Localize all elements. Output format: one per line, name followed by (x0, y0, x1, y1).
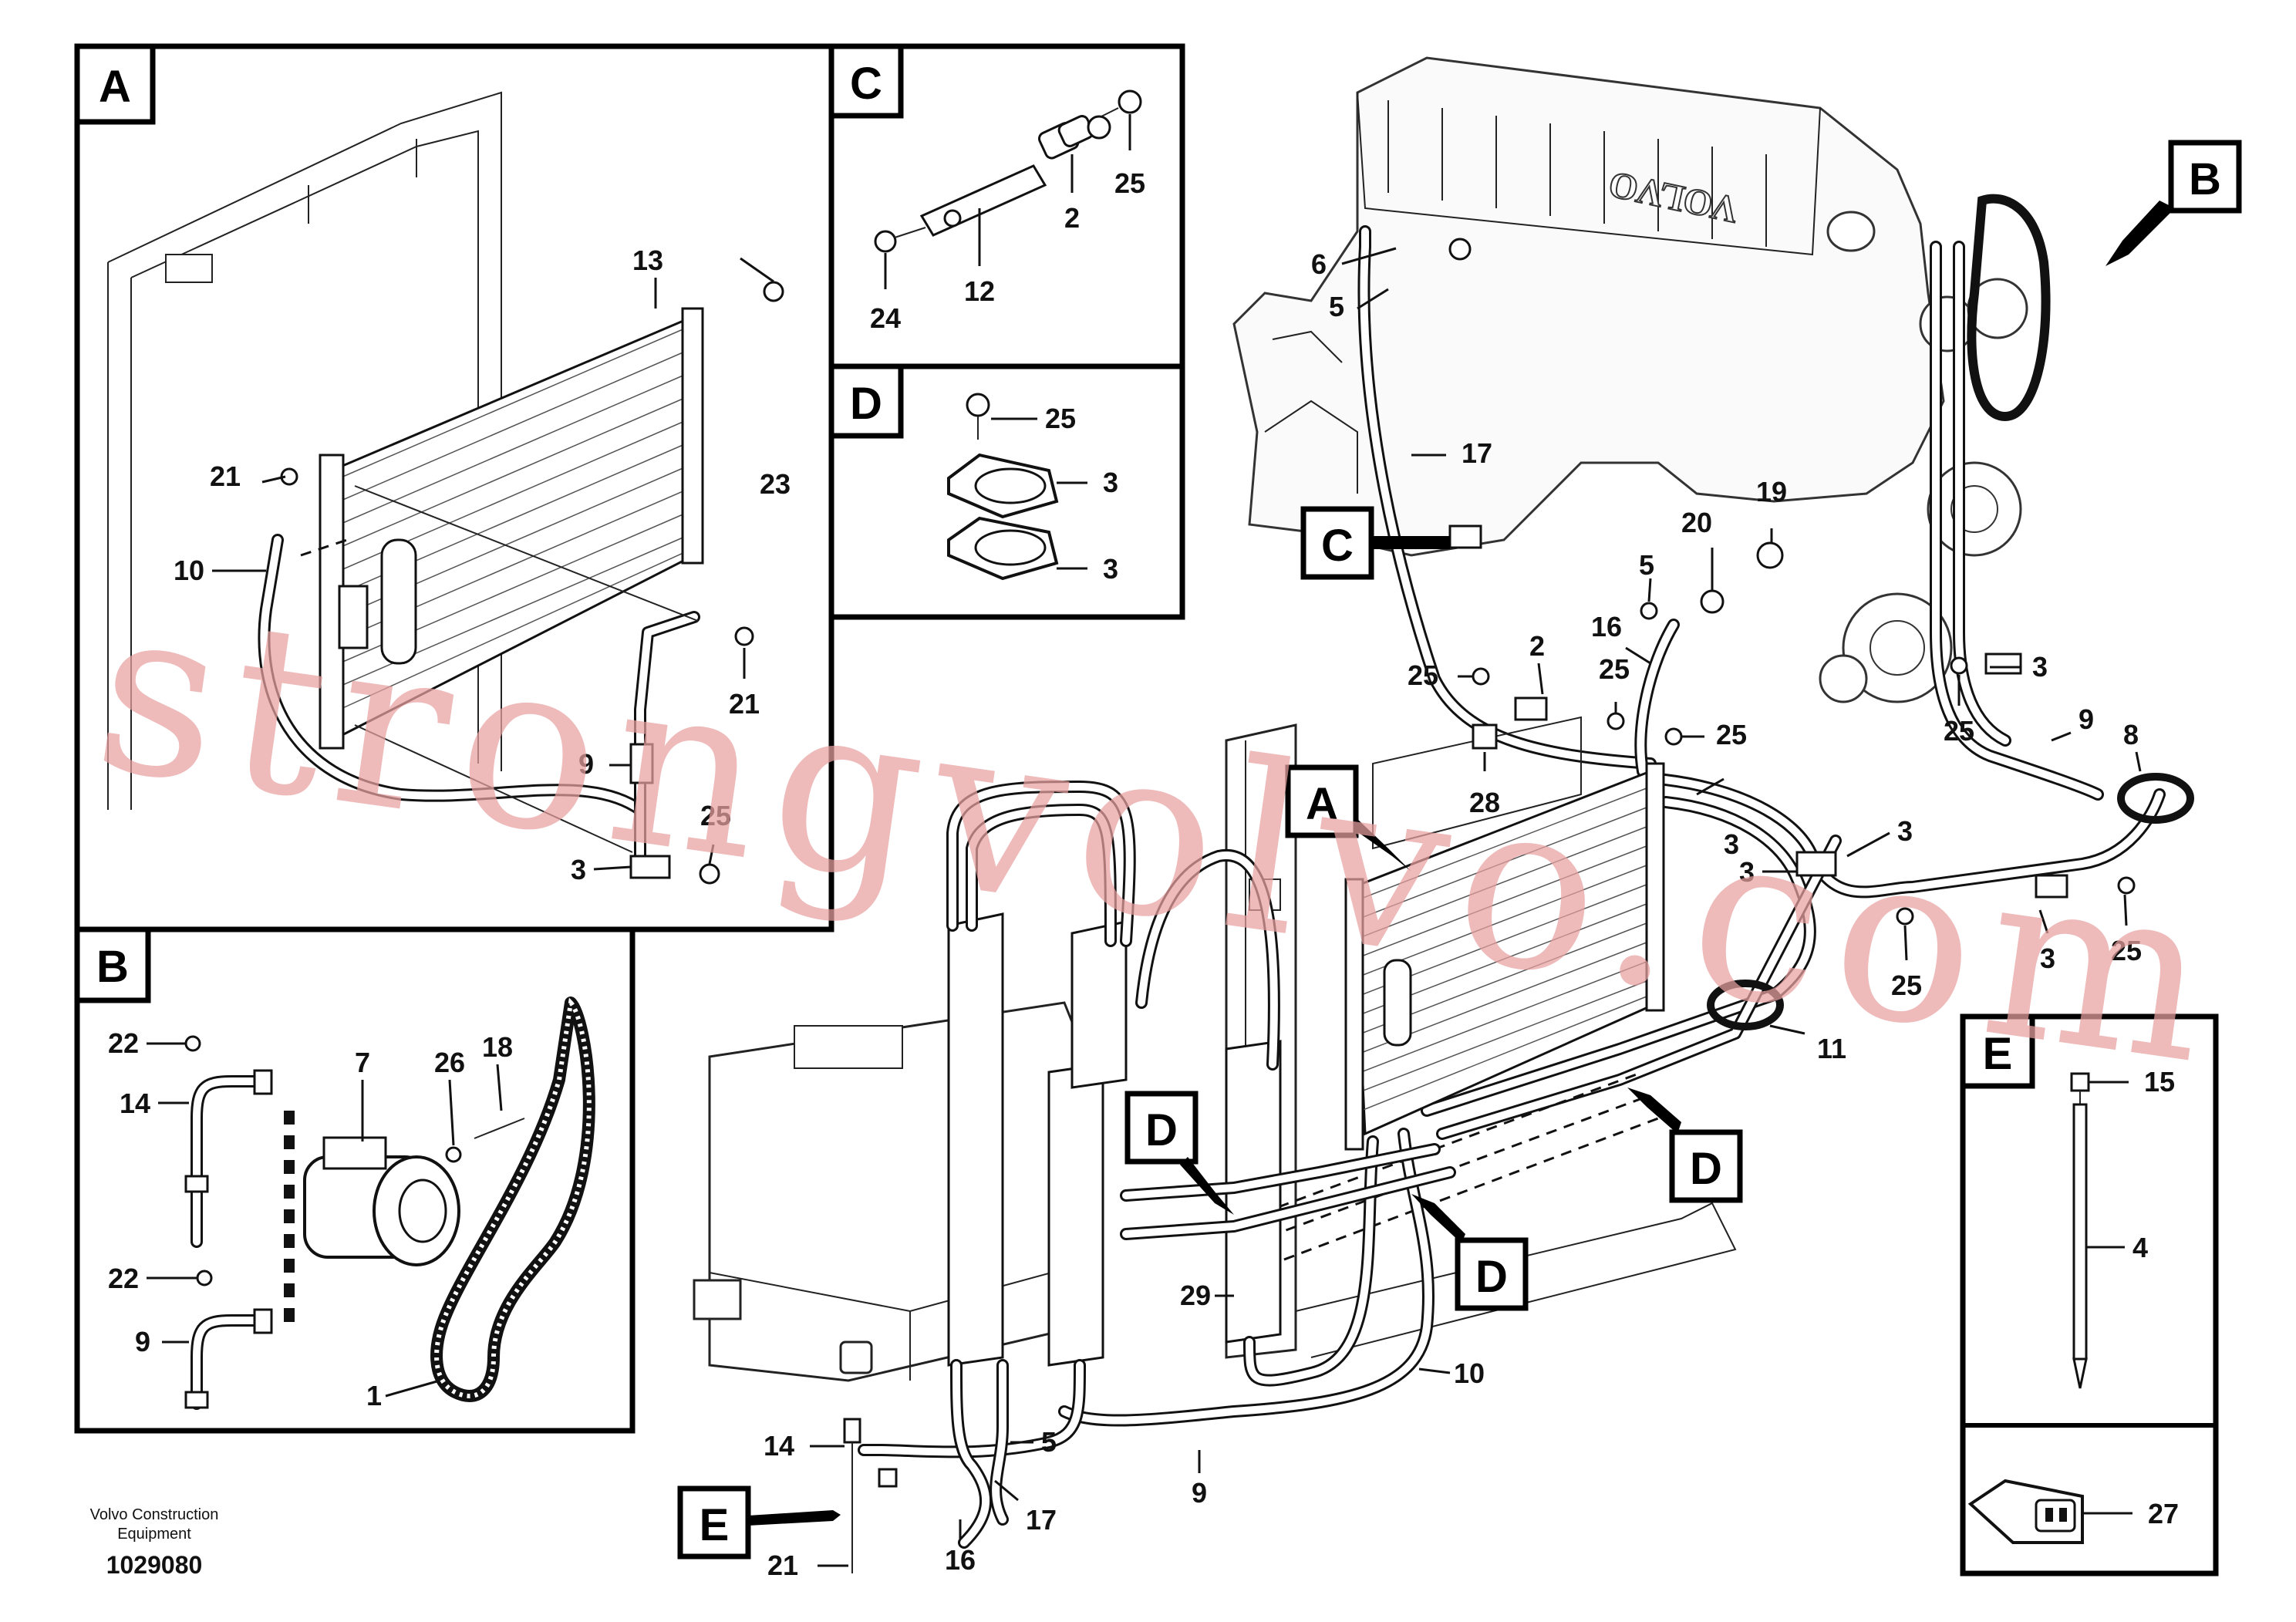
callout-b-26: 26 (434, 1047, 465, 1078)
callout-2: 2 (1529, 630, 1545, 662)
callout-c-2: 2 (1064, 202, 1080, 234)
svg-text:C: C (1321, 521, 1354, 571)
radiator-frame-a (107, 91, 502, 810)
callout-25-b: 25 (1599, 653, 1630, 685)
callout-a-23: 23 (760, 468, 791, 500)
callout-a-21b: 21 (729, 688, 760, 720)
panel-c: C 25 2 12 24 (828, 43, 1185, 369)
footer-drawing-number: 1029080 (106, 1551, 203, 1579)
callout-10: 10 (1454, 1357, 1485, 1389)
tag-e-main: E (677, 1485, 841, 1560)
panel-b: B 22 7 (74, 926, 636, 1434)
callout-9-b: 9 (1192, 1477, 1207, 1509)
callout-17: 17 (1462, 437, 1492, 469)
panel-a-tag: A (99, 62, 131, 112)
callout-8: 8 (2123, 719, 2139, 750)
callout-25-a: 25 (1408, 659, 1438, 691)
callout-21: 21 (767, 1549, 798, 1581)
callout-3-c: 3 (1897, 815, 1913, 847)
callout-20: 20 (1681, 507, 1712, 538)
tag-a-main: A (1285, 764, 1411, 872)
callout-5-c: 5 (1041, 1426, 1057, 1458)
callout-16-b: 16 (945, 1544, 976, 1576)
callout-a-21: 21 (210, 460, 241, 492)
callout-5: 5 (1329, 291, 1344, 322)
callout-17-b: 17 (1026, 1504, 1057, 1536)
callout-3-e: 3 (2040, 943, 2055, 974)
main-assembly: VOLVO (677, 56, 2242, 1581)
tag-c-main: C (1300, 506, 1450, 580)
tag-d-main-bottom: D (1411, 1194, 1529, 1311)
callout-3-a: 3 (2032, 651, 2048, 683)
panel-d-tag: D (850, 379, 882, 429)
callout-25-d: 25 (1944, 715, 1974, 747)
callout-b-22: 22 (108, 1027, 139, 1059)
panel-a: A (74, 43, 834, 932)
callout-c-24: 24 (870, 302, 901, 334)
svg-text:B: B (2189, 154, 2221, 204)
svg-text:D: D (1475, 1252, 1508, 1302)
callout-11: 11 (1817, 1033, 1846, 1064)
condenser-main (1344, 762, 1665, 1151)
callout-b-18: 18 (482, 1031, 513, 1063)
callout-e-15: 15 (2144, 1066, 2175, 1098)
callout-5b: 5 (1639, 549, 1654, 581)
ac-compressor (303, 1136, 460, 1266)
callout-6: 6 (1311, 248, 1327, 280)
callout-b-22b: 22 (108, 1263, 139, 1294)
panel-c-tag: C (850, 59, 882, 109)
callout-25-c: 25 (1716, 719, 1747, 750)
callout-e-27: 27 (2148, 1498, 2179, 1529)
callout-28: 28 (1469, 787, 1500, 818)
callout-3-b: 3 (1724, 828, 1739, 860)
callout-a-9: 9 (578, 748, 594, 780)
callout-14: 14 (764, 1430, 794, 1462)
svg-text:D: D (1690, 1144, 1722, 1194)
footer-company: Volvo Construction (90, 1506, 219, 1523)
callout-3-d: 3 (1739, 856, 1755, 888)
panel-b-tag: B (96, 942, 129, 992)
panel-e: E 15 4 27 (1960, 1013, 2219, 1576)
svg-text:D: D (1145, 1105, 1178, 1155)
engine: VOLVO (1232, 56, 2028, 703)
callout-d-3b: 3 (1103, 553, 1118, 585)
callout-b-7: 7 (355, 1047, 370, 1078)
callout-16: 16 (1591, 611, 1622, 642)
tag-b-main: B (2106, 140, 2242, 266)
callout-25-e: 25 (1891, 969, 1922, 1001)
callout-a-25: 25 (700, 800, 731, 831)
callout-b-14: 14 (120, 1088, 150, 1119)
callout-a-13: 13 (632, 244, 663, 276)
svg-text:E: E (700, 1500, 730, 1550)
callout-e-4: 4 (2132, 1232, 2148, 1263)
callout-c-12: 12 (964, 275, 995, 307)
callout-a-10: 10 (174, 555, 204, 586)
callout-25-f: 25 (2111, 935, 2142, 966)
tag-d-main-right: D (1627, 1088, 1743, 1203)
footer-company-2: Equipment (117, 1526, 191, 1543)
callout-d-25: 25 (1045, 403, 1076, 434)
svg-text:A: A (1306, 779, 1338, 829)
footer: Volvo Construction Equipment 1029080 (90, 1506, 219, 1579)
hvac-unit (693, 1001, 1081, 1382)
callout-b-9: 9 (135, 1326, 150, 1357)
callout-9-a: 9 (2079, 703, 2094, 735)
tag-d-main-left: D (1124, 1091, 1234, 1215)
callout-b-1: 1 (366, 1380, 382, 1411)
callout-a-3: 3 (571, 854, 586, 885)
callout-19: 19 (1756, 476, 1787, 508)
condenser-a (300, 307, 704, 750)
callout-29: 29 (1180, 1280, 1211, 1311)
panel-e-tag: E (1983, 1029, 2013, 1079)
callout-c-25: 25 (1114, 167, 1145, 199)
panel-d: D 25 3 3 (828, 363, 1185, 620)
callout-d-3: 3 (1103, 467, 1118, 498)
